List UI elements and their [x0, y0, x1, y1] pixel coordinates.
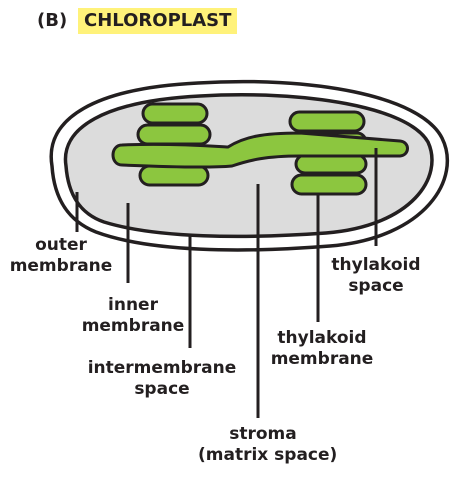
- label-stroma: stroma (matrix space): [198, 424, 338, 465]
- diagram-title: CHLOROPLAST: [78, 8, 238, 34]
- thylakoid-disc: [288, 110, 366, 133]
- thylakoid-disc: [138, 164, 210, 187]
- label-intermembrane-space: intermembrane space: [87, 358, 237, 399]
- thylakoid-disc: [141, 102, 209, 125]
- thylakoid-disc: [136, 123, 212, 146]
- label-thylakoid-membrane: thylakoid membrane: [270, 328, 374, 369]
- thylakoid-disc: [290, 173, 368, 196]
- label-inner-membrane: inner membrane: [81, 295, 185, 336]
- label-outer-membrane: outer membrane: [9, 235, 113, 276]
- panel-letter: (B): [37, 10, 68, 31]
- label-thylakoid-space: thylakoid space: [331, 255, 421, 296]
- stroma-lamella: [111, 131, 409, 169]
- thylakoid-disc: [294, 153, 368, 175]
